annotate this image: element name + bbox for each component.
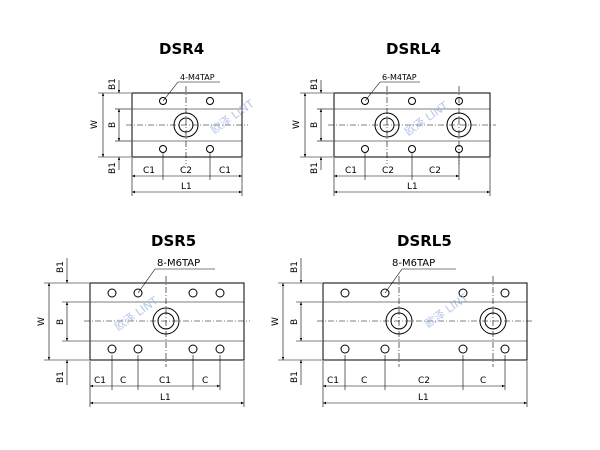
dsrl4-c2-label-second: C2 [429, 166, 441, 176]
dsr5-l1-label: L1 [160, 393, 171, 403]
dsr5-c-label-right: C [202, 376, 208, 386]
dsrl5-b-label: B [290, 319, 300, 325]
dsrl4-tap-hole [408, 145, 416, 153]
dsr5-tap-hole [215, 344, 225, 354]
dsrl5-tap-hole [380, 344, 390, 354]
dsrl4-w-label: W [292, 120, 302, 129]
dsrl4-l1-label: L1 [407, 182, 418, 192]
dsrl4-c2-label: C2 [382, 166, 394, 176]
dsr5-c1-label: C1 [94, 376, 106, 386]
dsrl5-tap-hole [458, 344, 468, 354]
dsrl4-b1-top-label: B1 [310, 78, 320, 90]
dsrl5-l1-label: L1 [418, 393, 429, 403]
dsr5-w-label: W [37, 317, 47, 326]
dsrl4-title: DSRL4 [386, 40, 441, 58]
dsrl5-title: DSRL5 [397, 232, 452, 250]
dsr5-tap-hole [107, 344, 117, 354]
dsr4-w-label: W [90, 120, 100, 129]
dsr5-tap-hole [133, 344, 143, 354]
dsrl4-tap-hole [408, 97, 416, 105]
dsr5-tap-label: 8-M6TAP [157, 258, 200, 269]
dsrl5-tap-hole [380, 288, 390, 298]
dsrl4-tap-hole [455, 145, 463, 153]
dsrl5-counterbore [385, 307, 413, 335]
dsr4-b-label: B [108, 122, 118, 128]
dsrl4-drawing: DSRL4 6-M4TAP W B B1 B1 [292, 40, 496, 196]
dsr5-body [89, 282, 245, 361]
dsrl5-c2-label: C2 [418, 376, 430, 386]
dsr5-tap-hole [188, 288, 198, 298]
dsr5-title: DSR5 [151, 232, 196, 250]
dsrl5-body [322, 282, 528, 361]
dsrl5-b1-top-label: B1 [290, 261, 300, 273]
dsrl5-c1-label: C1 [327, 376, 339, 386]
dsr4-tap-hole [206, 97, 214, 105]
dsr4-tap-hole [206, 145, 214, 153]
dsrl4-b-label: B [310, 122, 320, 128]
dsrl5-tap-hole [500, 344, 510, 354]
dsr4-b1-bottom-label: B1 [108, 162, 118, 174]
dsr5-b1-top-label: B1 [56, 261, 66, 273]
dsr4-drawing: DSR4 4-M4TAP W B B1 B1 [90, 40, 257, 196]
dsr4-tap-hole [159, 145, 167, 153]
dsrl4-tap-hole [361, 97, 369, 105]
dsrl5-tap-hole [458, 288, 468, 298]
dsrl5-tap-hole [340, 288, 350, 298]
dsrl5-counterbore [479, 307, 507, 335]
dsrl4-tap-hole [361, 145, 369, 153]
dsrl5-tap-hole [340, 344, 350, 354]
dsr5-counterbore [152, 307, 180, 335]
dsrl4-b1-bottom-label: B1 [310, 162, 320, 174]
dsr5-c-label: C [120, 376, 126, 386]
dsr4-watermark: 欧泽 LINT [208, 97, 256, 136]
dsr4-c1-label-right: C1 [219, 166, 231, 176]
dsrl4-counterbore [374, 112, 400, 138]
dsr5-tap-hole [188, 344, 198, 354]
dsr5-c1-label-center: C1 [159, 376, 171, 386]
dsrl4-watermark: 欧泽 LINT [402, 99, 450, 138]
dsrl4-tap-label: 6-M4TAP [382, 73, 417, 82]
dsrl5-w-label: W [271, 317, 281, 326]
dsrl5-c-label: C [361, 376, 367, 386]
dsr4-counterbore [173, 112, 199, 138]
dsrl5-drawing: DSRL5 8-M6TAP W B B1 B1 [271, 232, 533, 407]
dsr5-b-label: B [56, 319, 66, 325]
dsr4-b1-top-label: B1 [108, 78, 118, 90]
dsrl4-counterbore [446, 112, 472, 138]
dsrl5-watermark: 欧泽 LINT [422, 291, 470, 330]
dsr5-tap-hole [215, 288, 225, 298]
dsr5-tap-hole [133, 288, 143, 298]
dsr4-tap-label: 4-M4TAP [180, 73, 215, 82]
dsr4-l1-label: L1 [181, 182, 192, 192]
dsrl5-c-label-right: C [480, 376, 486, 386]
dsr4-title: DSR4 [159, 40, 204, 58]
dsrl5-b1-bottom-label: B1 [290, 371, 300, 383]
dsr4-c2-label: C2 [180, 166, 192, 176]
dsr4-tap-hole [159, 97, 167, 105]
dsrl4-tap-hole [455, 97, 463, 105]
dsrl4-c1-label: C1 [345, 166, 357, 176]
dsr5-tap-hole [107, 288, 117, 298]
dsrl5-tap-hole [500, 288, 510, 298]
dsr5-b1-bottom-label: B1 [56, 371, 66, 383]
dsr5-watermark: 欧泽 LINT [112, 294, 160, 333]
dsr4-c1-label: C1 [143, 166, 155, 176]
dsrl5-tap-label: 8-M6TAP [392, 258, 435, 269]
dsr5-drawing: DSR5 8-M6TAP W B B1 B1 [37, 232, 250, 407]
